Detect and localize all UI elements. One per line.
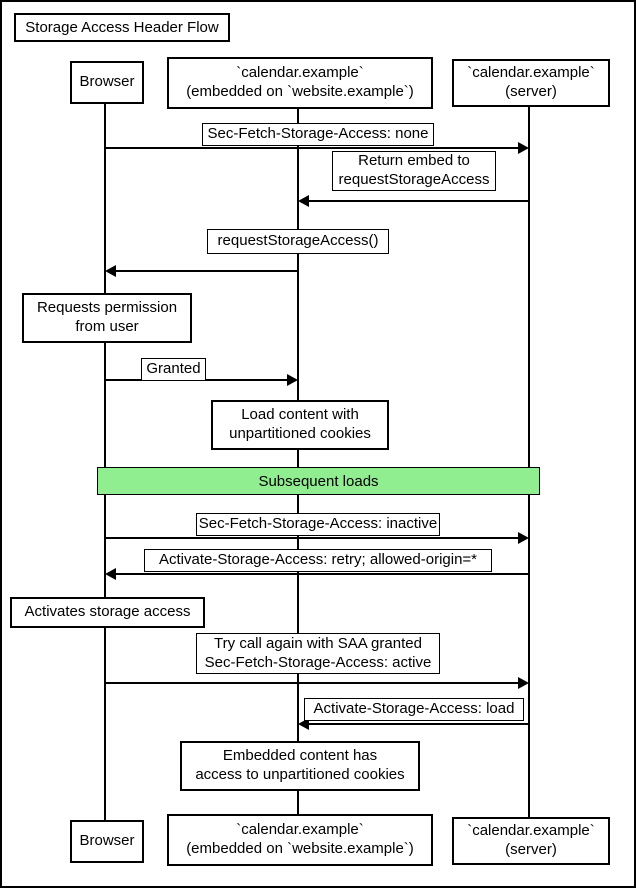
server-lifeline <box>528 103 530 817</box>
message-fetch-none-label: Sec-Fetch-Storage-Access: none <box>202 123 434 146</box>
message-fetch-none-text: Sec-Fetch-Storage-Access: none <box>207 125 429 143</box>
embedded-lifeline <box>297 105 299 814</box>
arrow-fetch-none <box>105 142 529 154</box>
actor-browser-label: Browser <box>79 73 135 91</box>
message-activate-retry-label: Activate-Storage-Access: retry; allowed-… <box>144 549 492 572</box>
actor-embedded-bottom-line1: `calendar.example` <box>236 821 364 839</box>
actor-server-label-line1: `calendar.example` <box>467 64 595 82</box>
arrow-fetch-inactive <box>105 532 529 544</box>
message-return-embed-line2: requestStorageAccess <box>338 171 490 188</box>
message-fetch-inactive-text: Sec-Fetch-Storage-Access: inactive <box>198 515 438 533</box>
message-try-again-label: Try call again with SAA granted Sec-Fetc… <box>196 633 440 674</box>
note-load-content: Load content with unpartitioned cookies <box>211 400 389 450</box>
diagram-title-text: Storage Access Header Flow <box>25 19 219 36</box>
note-activates-storage-text: Activates storage access <box>24 603 191 621</box>
message-activate-load-text: Activate-Storage-Access: load <box>313 700 515 718</box>
divider-subsequent-loads: Subsequent loads <box>97 467 540 495</box>
actor-embedded-top: `calendar.example` (embedded on `website… <box>167 57 433 109</box>
note-load-content-line1: Load content with <box>241 406 359 424</box>
message-request-saa-text: requestStorageAccess() <box>217 232 379 250</box>
message-return-embed-line1: Return embed to <box>358 152 470 170</box>
message-granted-label: Granted <box>141 358 206 381</box>
arrow-activate-retry <box>105 568 529 580</box>
note-requests-permission: Requests permission from user <box>22 293 192 343</box>
actor-embedded-bottom: `calendar.example` (embedded on `website… <box>167 814 433 866</box>
message-try-again-line2: Sec-Fetch-Storage-Access: active <box>204 653 432 671</box>
arrow-try-again <box>105 677 529 689</box>
note-activates-storage: Activates storage access <box>10 597 205 628</box>
actor-embedded-label-line2: (embedded on `website.example`) <box>186 83 414 100</box>
actor-embedded-label-line1: `calendar.example` <box>236 64 364 82</box>
message-return-embed-label: Return embed to requestStorageAccess <box>332 151 496 191</box>
actor-server-label-line2: (server) <box>505 83 557 100</box>
message-activate-retry-text: Activate-Storage-Access: retry; allowed-… <box>158 551 478 569</box>
actor-server-top: `calendar.example` (server) <box>452 59 610 107</box>
actor-browser-bottom: Browser <box>70 820 144 863</box>
arrow-return-embed <box>298 195 529 207</box>
message-request-saa-label: requestStorageAccess() <box>207 229 389 254</box>
arrow-request-saa <box>105 265 298 277</box>
note-embedded-access: Embedded content has access to unpartiti… <box>180 741 420 791</box>
browser-lifeline <box>104 100 106 820</box>
actor-server-bottom: `calendar.example` (server) <box>452 817 610 865</box>
actor-server-bottom-line1: `calendar.example` <box>467 822 595 840</box>
note-requests-permission-line1: Requests permission <box>36 299 178 317</box>
divider-subsequent-loads-text: Subsequent loads <box>258 472 379 490</box>
actor-browser-bottom-label: Browser <box>79 832 135 850</box>
actor-server-bottom-line2: (server) <box>505 841 557 858</box>
actor-browser-top: Browser <box>70 61 144 104</box>
diagram-title: Storage Access Header Flow <box>14 13 230 42</box>
note-embedded-access-line1: Embedded content has <box>222 747 378 765</box>
note-load-content-line2: unpartitioned cookies <box>229 425 371 442</box>
actor-embedded-bottom-line2: (embedded on `website.example`) <box>186 840 414 857</box>
message-try-again-line1: Try call again with SAA granted <box>214 634 422 652</box>
note-requests-permission-line2: from user <box>75 318 139 335</box>
note-embedded-access-line2: access to unpartitioned cookies <box>195 766 405 783</box>
message-granted-text: Granted <box>146 360 201 378</box>
arrow-activate-load <box>298 718 529 730</box>
message-activate-load-label: Activate-Storage-Access: load <box>304 698 524 721</box>
message-fetch-inactive-label: Sec-Fetch-Storage-Access: inactive <box>196 513 440 536</box>
